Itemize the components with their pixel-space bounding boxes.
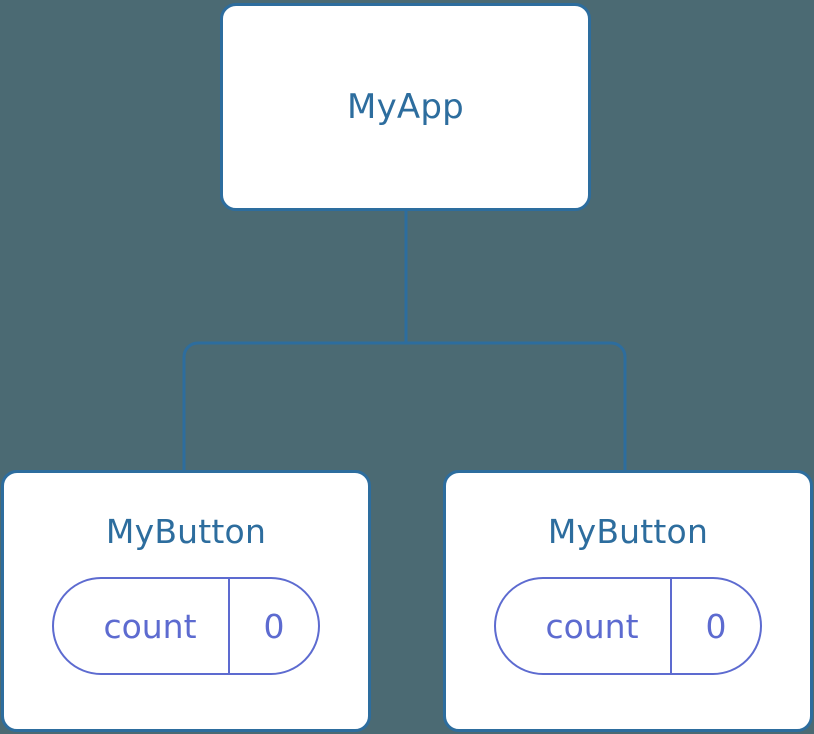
state-pill-right[interactable]: count 0 — [494, 577, 762, 675]
state-value-left: 0 — [228, 579, 318, 673]
node-mybutton-left[interactable]: MyButton count 0 — [1, 470, 371, 732]
edge-root-to-child-left — [182, 341, 406, 472]
state-key-left: count — [103, 606, 197, 646]
state-value-right: 0 — [670, 579, 760, 673]
node-myapp[interactable]: MyApp — [220, 3, 591, 211]
state-pill-left[interactable]: count 0 — [52, 577, 320, 675]
state-key-right: count — [545, 606, 639, 646]
edge-root-to-child-right — [406, 341, 627, 472]
node-myapp-label: MyApp — [347, 87, 464, 127]
node-mybutton-left-label: MyButton — [105, 512, 267, 551]
node-mybutton-right[interactable]: MyButton count 0 — [443, 470, 813, 732]
node-mybutton-right-label: MyButton — [547, 512, 709, 551]
